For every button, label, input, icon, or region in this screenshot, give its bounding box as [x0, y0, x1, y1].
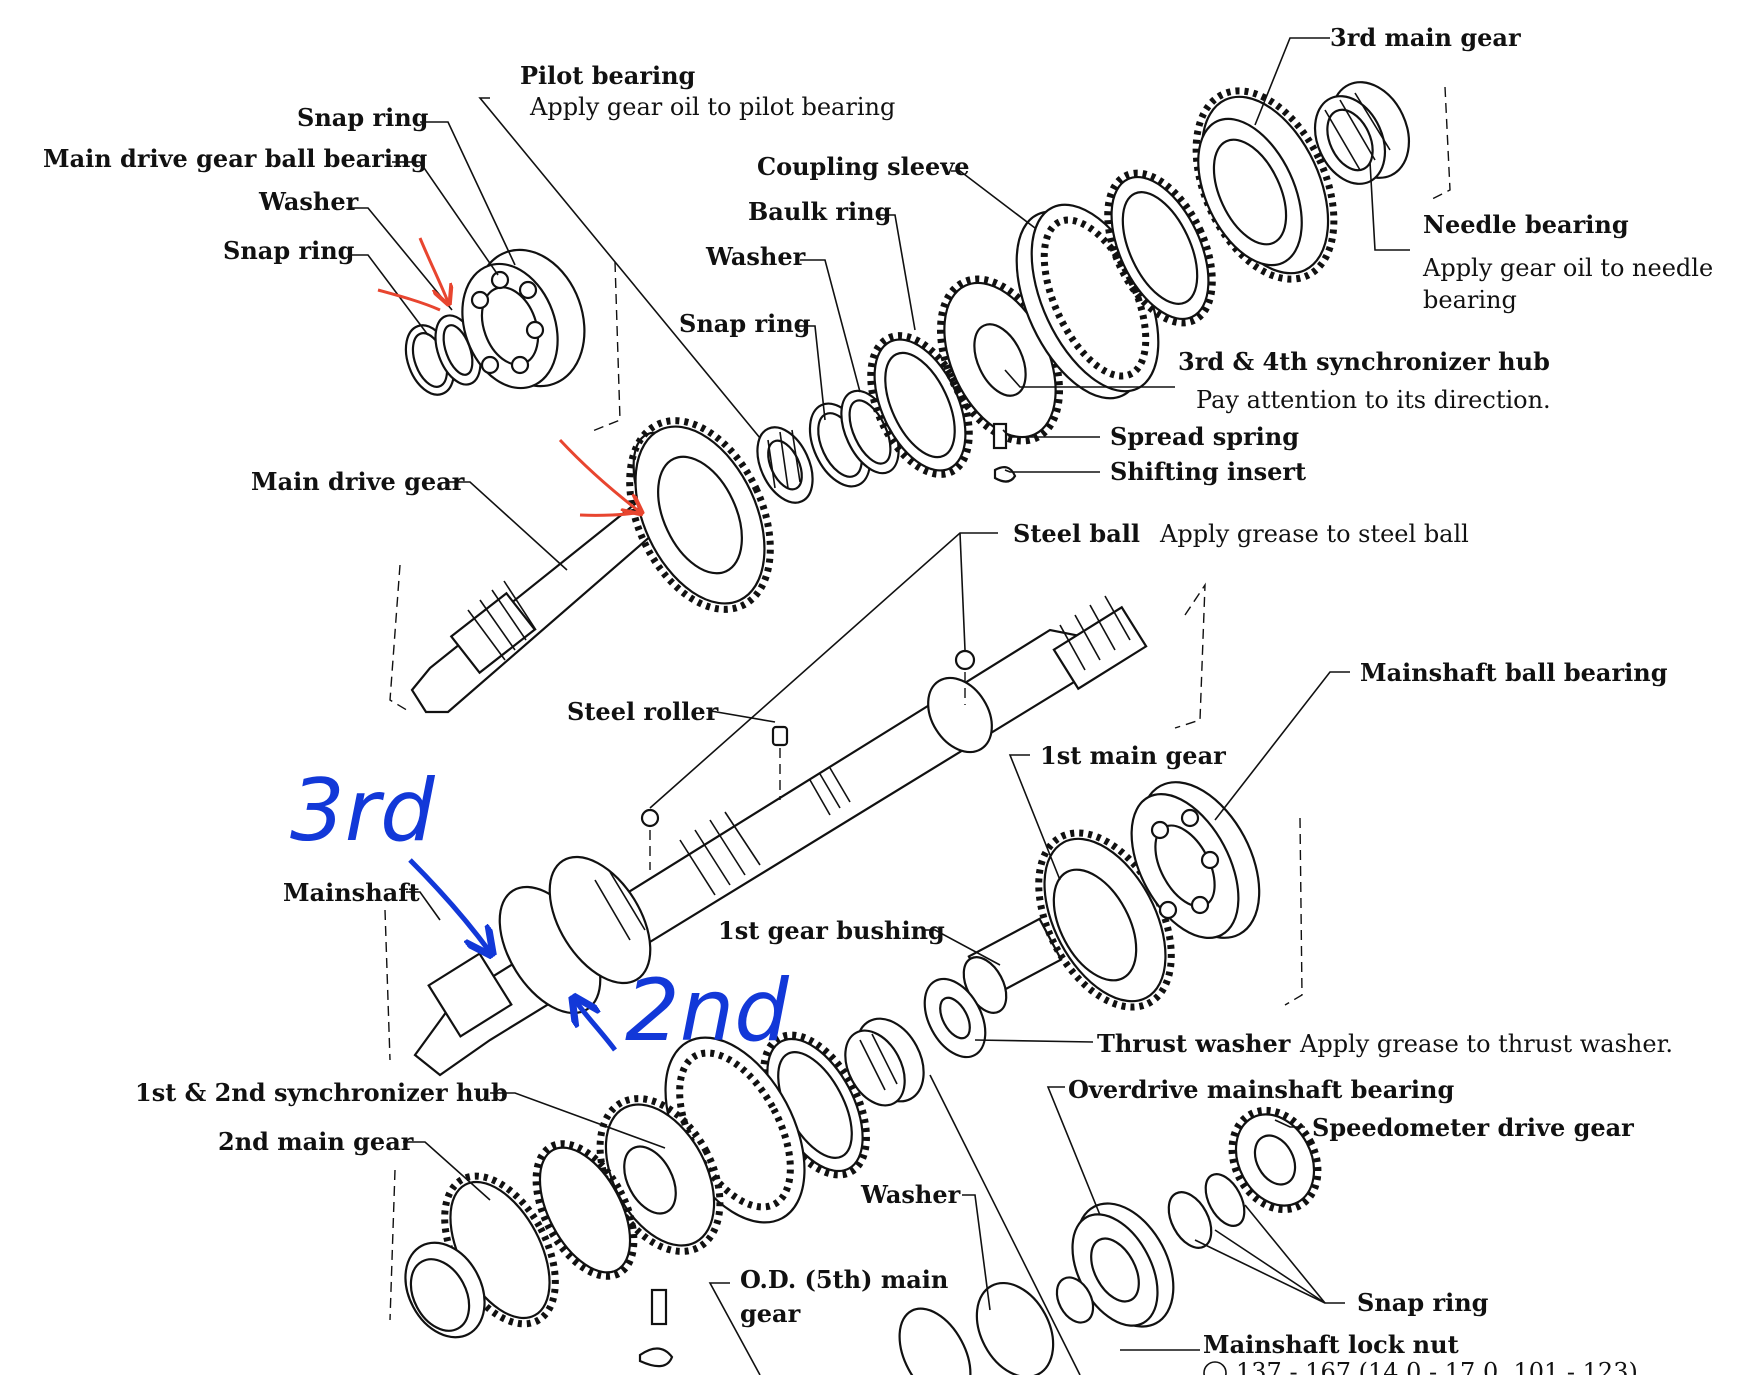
red-arrow-2: [558, 438, 642, 515]
label-main-drive-gear-ball-bearing: Main drive gear ball bearing: [43, 144, 427, 173]
label-thrust-washer: Thrust washer: [1097, 1029, 1291, 1058]
steel-roller-part: [771, 725, 789, 747]
sync-hub-12-part: [596, 1036, 806, 1255]
label-od-main-gear-1: O.D. (5th) main: [740, 1265, 948, 1294]
torque-icon: [1203, 1361, 1227, 1375]
thrust-washer-part: [923, 977, 987, 1059]
label-pilot-bearing: Pilot bearing: [520, 61, 696, 90]
note-thrust-washer: Apply grease to thrust washer.: [1299, 1030, 1673, 1058]
leader-lines: [350, 37, 1410, 1375]
label-steel-ball: Steel ball: [1013, 519, 1140, 548]
mainshaft-ball-bearing-part: [1130, 781, 1261, 940]
label-first-gear-bushing: 1st gear bushing: [718, 916, 945, 945]
label-sync-hub-12: 1st & 2nd synchronizer hub: [135, 1078, 508, 1107]
pilot-bearing-part: [756, 426, 814, 504]
label-baulk-ring: Baulk ring: [748, 197, 892, 226]
od-mainshaft-bearing-part: [1055, 1202, 1175, 1328]
label-washer-2: Washer: [705, 242, 806, 271]
second-main-gear-part: [404, 1172, 559, 1339]
note-needle-bearing-2: bearing: [1423, 286, 1517, 314]
note-needle-bearing-1: Apply gear oil to needle: [1422, 254, 1713, 282]
label-od-main-gear-2: gear: [740, 1299, 801, 1328]
label-sync-hub-34: 3rd & 4th synchronizer hub: [1178, 347, 1550, 376]
baulk-ring-part: [867, 332, 973, 478]
main-drive-gear-part: [410, 417, 774, 714]
third-main-gear-part: [1192, 87, 1338, 283]
steel-ball-part-2: [954, 649, 976, 671]
torque-spec: 137 - 167 (14.0 - 17.0, 101 - 123): [1203, 1358, 1638, 1375]
label-snap-ring-4: Snap ring: [1357, 1288, 1489, 1317]
note-steel-ball: Apply grease to steel ball: [1159, 520, 1469, 548]
dashed-guides: [384, 86, 1451, 1321]
label-steel-roller: Steel roller: [567, 697, 719, 726]
spring-insert-lower-part: [638, 1288, 674, 1368]
note-sync-hub-34: Pay attention to its direction.: [1196, 386, 1551, 414]
needle-bearing-part: [1313, 81, 1410, 185]
label-snap-ring-1: Snap ring: [297, 103, 429, 132]
needle-bearing-lower-part: [844, 1017, 925, 1107]
label-od-mainshaft-bearing: Overdrive mainshaft bearing: [1068, 1075, 1454, 1104]
label-third-main-gear: 3rd main gear: [1330, 23, 1521, 52]
baulk-ring-upper-part: [1104, 169, 1216, 327]
first-main-gear-part: [1035, 829, 1175, 1011]
label-snap-ring-3: Snap ring: [679, 309, 811, 338]
label-mainshaft-ball-bearing: Mainshaft ball bearing: [1360, 658, 1668, 687]
label-spread-spring: Spread spring: [1110, 422, 1299, 451]
label-washer-3: Washer: [860, 1180, 961, 1209]
handwritten-3rd: 3rd: [290, 761, 435, 861]
baulk-ring-bottom-part: [532, 1140, 638, 1280]
speedometer-drive-gear-part: [1167, 1106, 1322, 1249]
handwritten-2nd: 2nd: [625, 961, 789, 1061]
torque-spec-text: 137 - 167 (14.0 - 17.0, 101 - 123): [1236, 1358, 1638, 1375]
label-main-drive-gear: Main drive gear: [251, 467, 465, 496]
mainshaft-part: [413, 595, 1148, 1077]
od-main-gear-part: [898, 1281, 1055, 1375]
red-arrow-1: [377, 237, 448, 312]
label-shifting-insert: Shifting insert: [1110, 457, 1306, 486]
label-mainshaft-lock-nut: Mainshaft lock nut: [1203, 1330, 1459, 1359]
label-coupling-sleeve: Coupling sleeve: [757, 152, 970, 181]
main-drive-ball-bearing-part: [461, 248, 586, 390]
steel-ball-part-1: [640, 808, 660, 828]
note-pilot-bearing: Apply gear oil to pilot bearing: [529, 93, 895, 121]
label-washer-1: Washer: [258, 187, 359, 216]
blue-arrow-3rd: [408, 858, 490, 952]
label-mainshaft: Mainshaft: [283, 878, 420, 907]
blue-arrow-2nd: [575, 1000, 617, 1052]
label-first-main-gear: 1st main gear: [1040, 741, 1226, 770]
label-speedometer-drive-gear: Speedometer drive gear: [1312, 1113, 1634, 1142]
label-second-main-gear: 2nd main gear: [218, 1127, 414, 1156]
label-needle-bearing: Needle bearing: [1423, 210, 1629, 239]
label-snap-ring-2: Snap ring: [223, 236, 355, 265]
